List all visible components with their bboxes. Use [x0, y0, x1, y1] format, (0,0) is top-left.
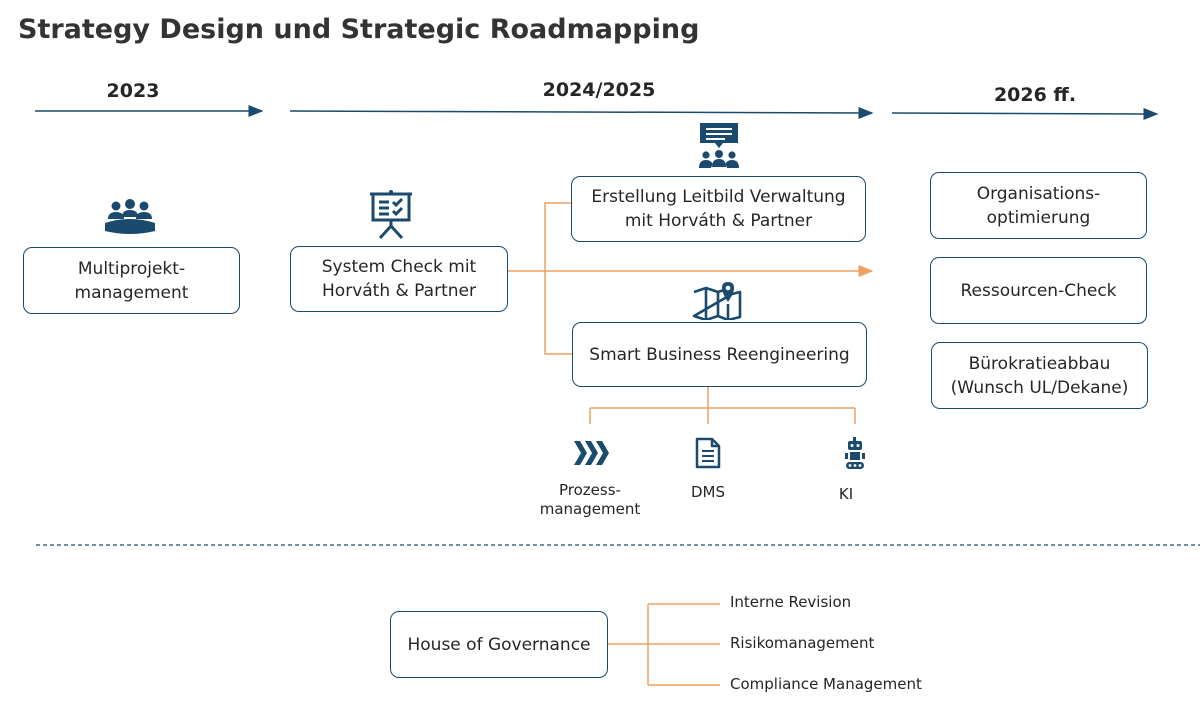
governance-item-interne-revision: Interne Revision — [730, 593, 852, 611]
box-line: Organisations- — [976, 183, 1101, 204]
branch-connector — [544, 202, 572, 355]
box-smart-business-reengineering: Smart Business Reengineering — [572, 322, 867, 387]
box-line: House of Governance — [407, 634, 591, 655]
year-label-2026: 2026 ff. — [993, 84, 1077, 106]
box-line: Multiprojekt- — [77, 258, 186, 279]
box-system-check: System Check mit Horváth & Partner — [290, 246, 508, 312]
map-pin-icon — [692, 282, 742, 320]
label-dms: DMS — [690, 483, 725, 501]
box-multiprojektmanagement: Multiprojekt- management — [23, 247, 240, 314]
box-line: management — [74, 282, 189, 303]
box-line: System Check mit — [321, 257, 477, 277]
box-line: mit Horváth & Partner — [624, 211, 813, 231]
page-title: Strategy Design und Strategic Roadmappin… — [18, 14, 700, 45]
team-meeting-icon — [105, 199, 155, 234]
box-buerokratieabbau: Bürokratieabbau (Wunsch UL/Dekane) — [931, 342, 1148, 409]
label-ki: KI — [838, 485, 854, 503]
box-organisationsoptimierung: Organisations- optimierung — [930, 172, 1147, 239]
presentation-board-icon — [370, 190, 412, 240]
box-house-of-governance: House of Governance — [390, 611, 608, 678]
box-line: optimierung — [986, 207, 1091, 228]
year-label-2024-2025: 2024/2025 — [542, 79, 656, 101]
robot-icon — [845, 437, 865, 469]
box-line: Smart Business Reengineering — [589, 344, 850, 365]
box-ressourcen-check: Ressourcen-Check — [930, 257, 1147, 324]
governance-item-compliance-management: Compliance Management — [730, 675, 922, 693]
box-leitbild-verwaltung: Erstellung Leitbild Verwaltung mit Horvá… — [571, 176, 866, 242]
chevrons-right-icon — [574, 441, 609, 465]
timeline-arrow-2026 — [891, 107, 1159, 120]
box-line: Erstellung Leitbild Verwaltung — [591, 187, 846, 207]
document-icon — [695, 437, 721, 469]
label-prozessmanagement: Prozess- management — [539, 481, 641, 518]
box-line: Horváth & Partner — [322, 281, 476, 301]
group-discussion-icon — [699, 123, 739, 168]
box-line: (Wunsch UL/Dekane) — [950, 377, 1129, 398]
box-line: Bürokratieabbau — [968, 353, 1111, 374]
year-label-2023: 2023 — [106, 80, 160, 102]
governance-item-risikomanagement: Risikomanagement — [730, 634, 875, 652]
timeline-arrow-2024 — [289, 106, 874, 119]
box-line: Ressourcen-Check — [960, 280, 1117, 301]
